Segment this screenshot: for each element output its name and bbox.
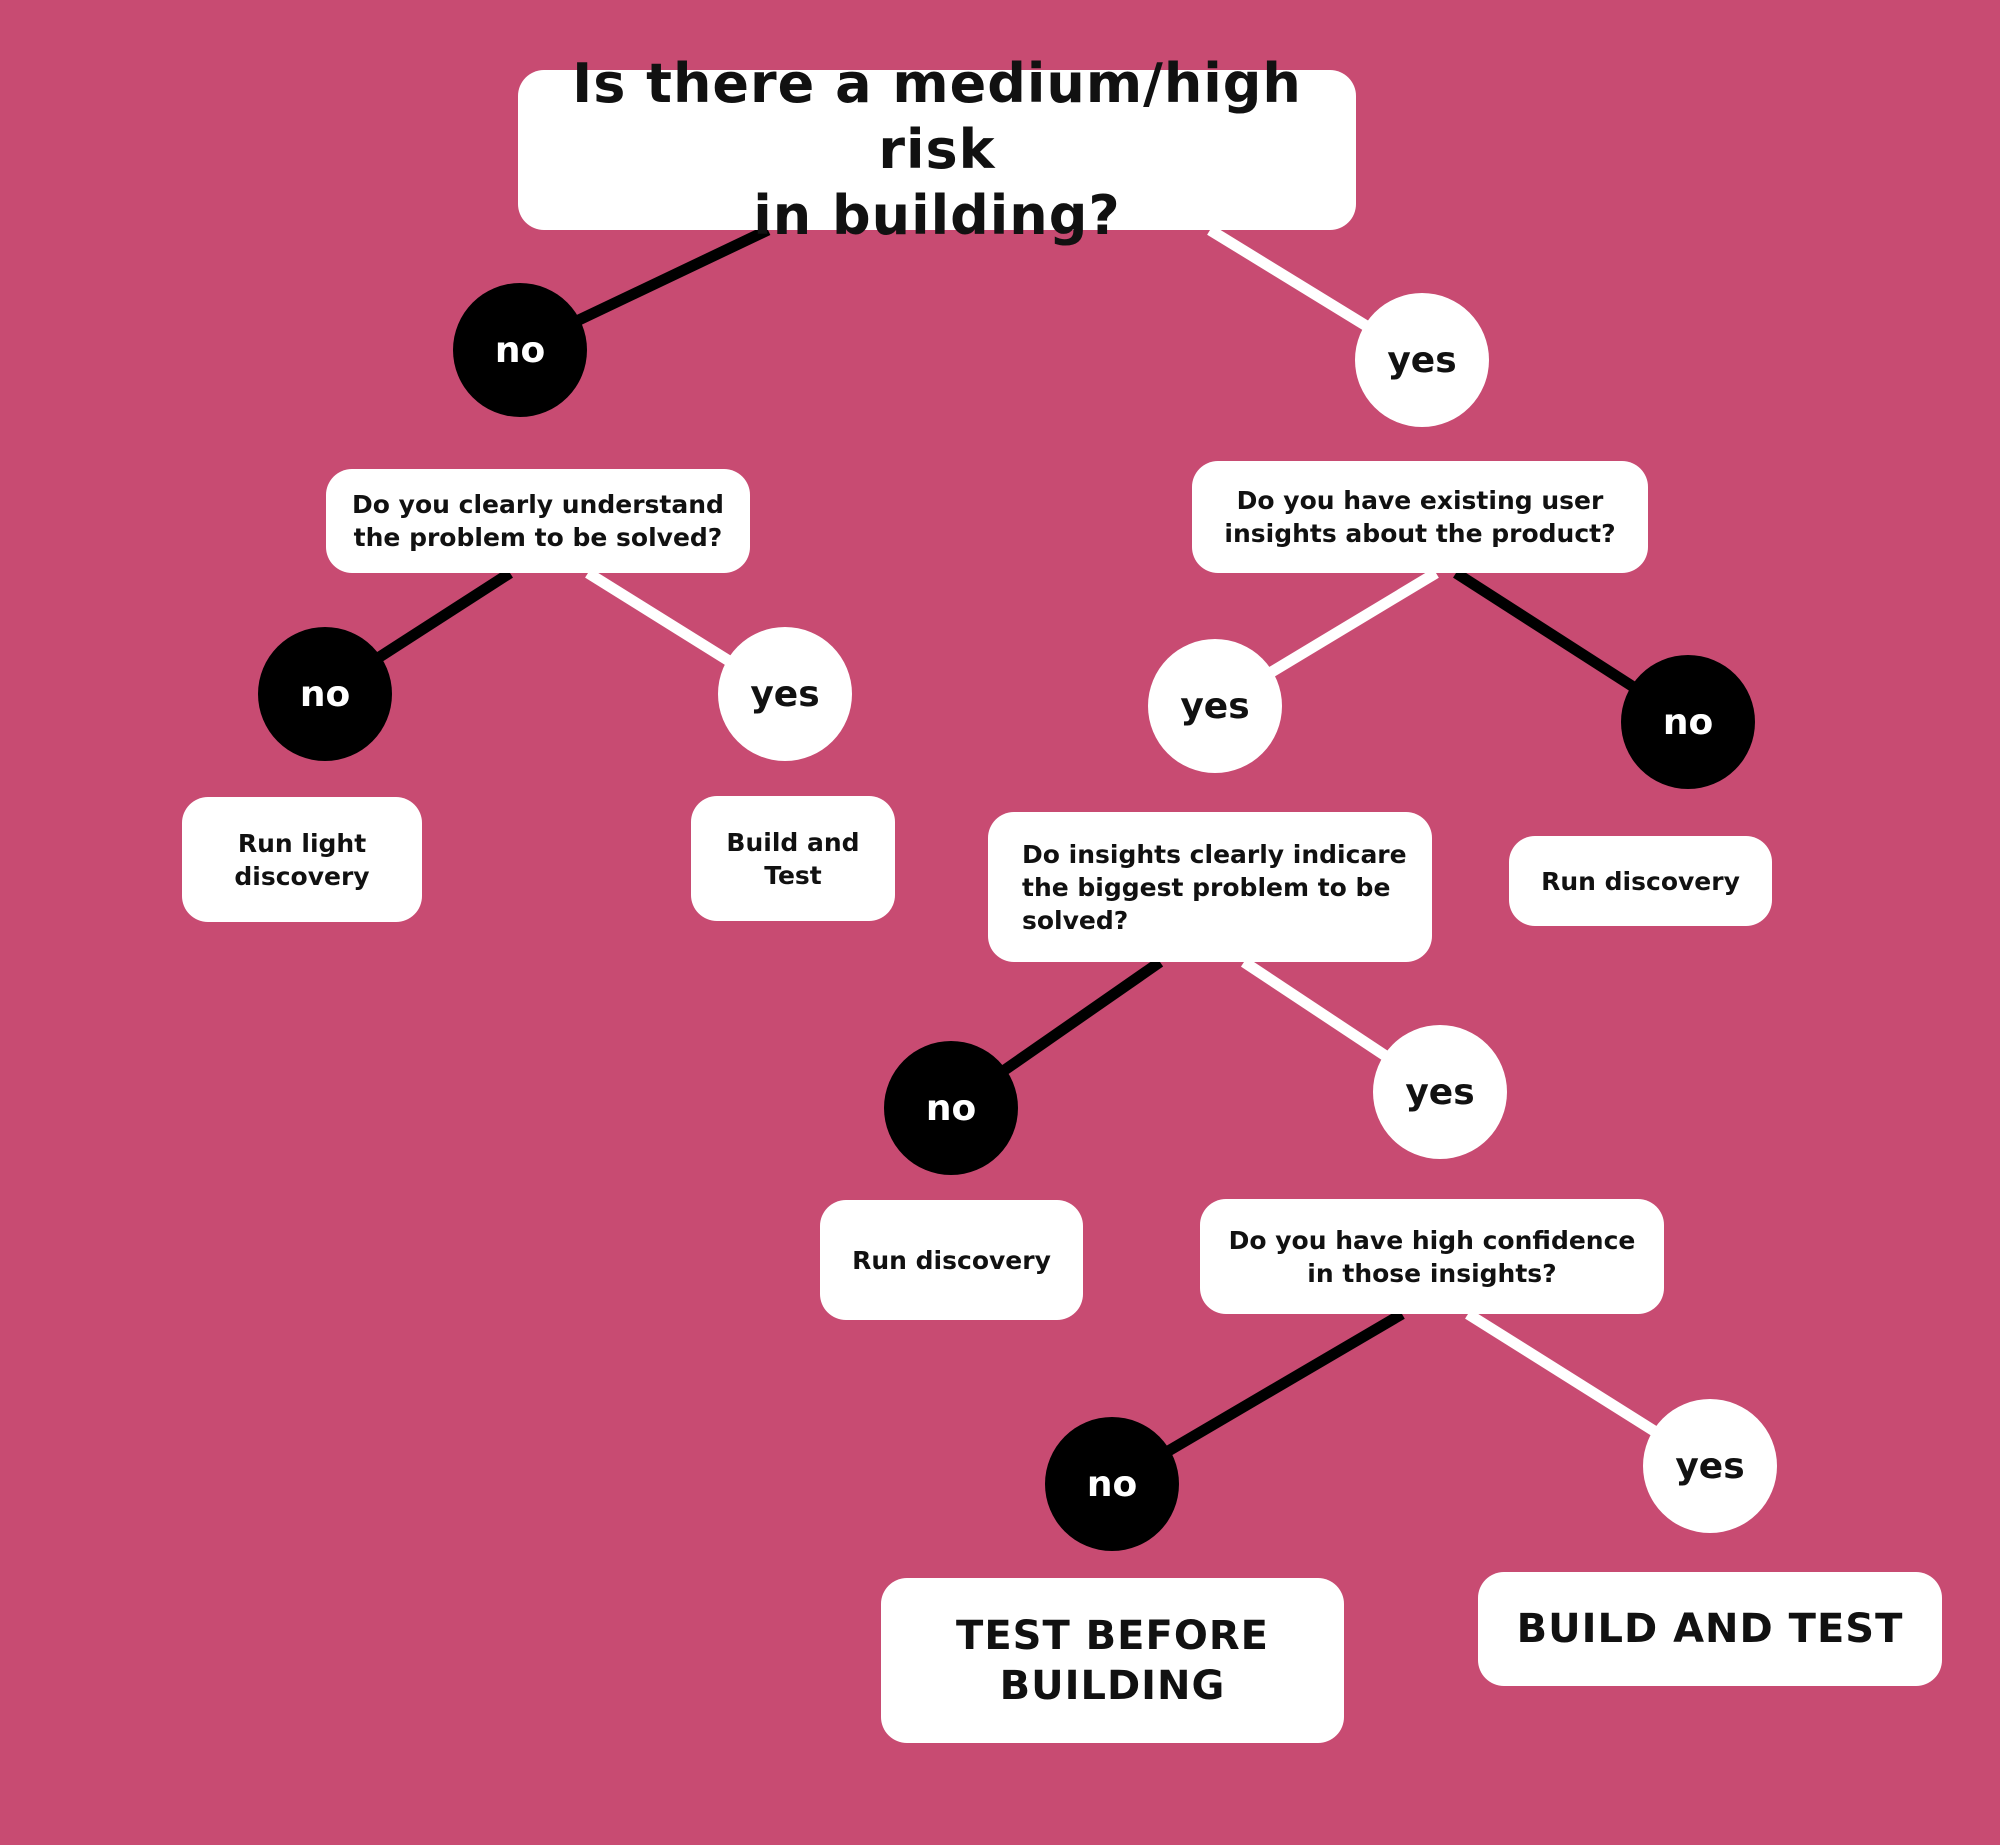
indicate-yes-circle: yes [1373,1025,1507,1159]
indicate-no-circle: no [884,1041,1018,1175]
run-discovery-middle-text: Run discovery [852,1245,1051,1275]
build-and-test-final-text: BUILD AND TEST [1516,1606,1904,1652]
insights-no-label: no [1662,701,1714,743]
indicate-no-label: no [925,1087,977,1129]
root-yes-label: yes [1387,339,1457,381]
test-before-building-box: TEST BEFORE BUILDING [881,1578,1344,1743]
understand-no-label: no [299,673,351,715]
understand-problem-question-text: Do you clearly understand the problem to… [352,490,724,552]
root-question-box: Is there a medium/high risk in building? [518,52,1356,247]
insights-indicate-question-box: Do insights clearly indicare the biggest… [988,812,1432,962]
run-light-discovery-text: Run light discovery [234,828,370,891]
existing-insights-question-box: Do you have existing user insights about… [1192,461,1648,573]
root-yes-circle: yes [1355,293,1489,427]
high-confidence-question-box: Do you have high confidence in those ins… [1200,1199,1664,1314]
build-and-test-final-box: BUILD AND TEST [1478,1572,1942,1686]
build-and-test-small-text: Build and Test [726,827,860,890]
root-no-circle: no [453,283,587,417]
high-confidence-question-text: Do you have high confidence in those ins… [1228,1225,1636,1288]
run-light-discovery-box: Run light discovery [182,797,422,922]
run-discovery-middle-box: Run discovery [820,1200,1083,1320]
confidence-yes-label: yes [1675,1445,1745,1487]
existing-insights-question-text: Do you have existing user insights about… [1224,486,1616,548]
confidence-no-label: no [1086,1463,1138,1505]
root-question-text: Is there a medium/high risk in building? [572,52,1302,247]
run-discovery-right-text: Run discovery [1541,866,1740,896]
understand-no-circle: no [258,627,392,761]
understand-yes-label: yes [750,673,820,715]
insights-indicate-question-text: Do insights clearly indicare the biggest… [1022,839,1407,935]
indicate-yes-label: yes [1405,1071,1475,1113]
understand-problem-question-box: Do you clearly understand the problem to… [326,469,750,573]
understand-yes-circle: yes [718,627,852,761]
root-no-label: no [494,329,546,371]
run-discovery-right-box: Run discovery [1509,836,1772,926]
insights-no-circle: no [1621,655,1755,789]
test-before-building-text: TEST BEFORE BUILDING [956,1612,1269,1709]
confidence-no-circle: no [1045,1417,1179,1551]
build-and-test-small-box: Build and Test [691,796,895,921]
insights-yes-label: yes [1180,685,1250,727]
confidence-yes-circle: yes [1643,1399,1777,1533]
insights-yes-circle: yes [1148,639,1282,773]
